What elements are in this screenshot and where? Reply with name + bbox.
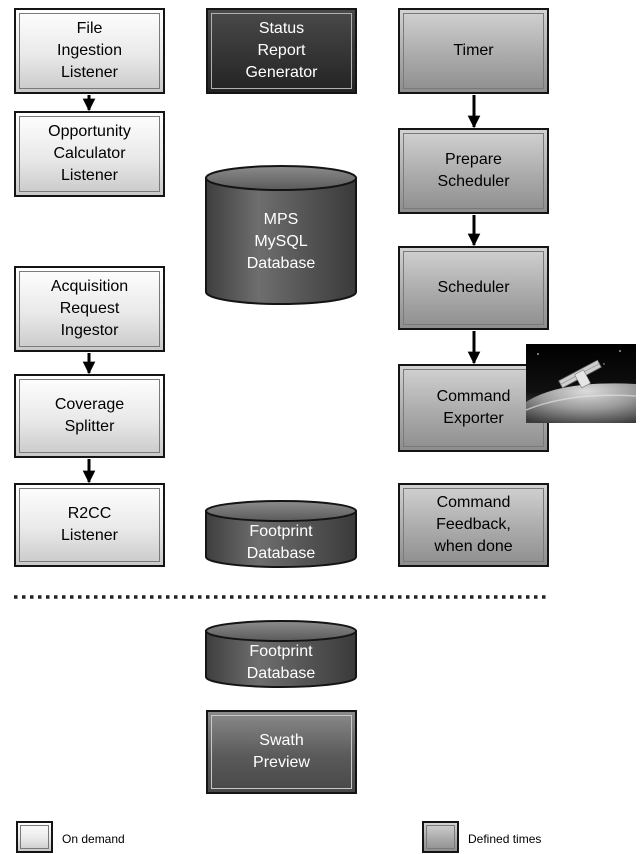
footprint-database-top-label: Footprint Database (246, 523, 316, 562)
footprint-database-bottom-cylinder (205, 620, 357, 688)
command-exporter-box: Command Exporter (398, 364, 549, 452)
file-ingestion-listener-box: File Ingestion Listener (14, 8, 165, 94)
timer-label: Timer (453, 42, 494, 59)
satellite-photo-icon (525, 344, 637, 423)
coverage-splitter-label: Coverage Splitter (54, 396, 125, 435)
footprint-database-top-cylinder (205, 500, 357, 568)
prepare-scheduler-label: Prepare Scheduler (437, 151, 510, 190)
legend-defined-times-label: Defined times (468, 832, 542, 846)
mps-mysql-database-cylinder (205, 165, 357, 305)
swath-preview-box: Swath Preview (206, 710, 357, 794)
command-feedback-label: Command Feedback, when done (434, 494, 513, 555)
prepare-scheduler-box: Prepare Scheduler (398, 128, 549, 214)
command-exporter-label: Command Exporter (436, 388, 511, 427)
coverage-splitter-box: Coverage Splitter (14, 374, 165, 458)
legend-on-demand-label: On demand (62, 832, 125, 846)
command-feedback-box: Command Feedback, when done (398, 483, 549, 567)
acquisition-request-ingestor-box: Acquisition Request Ingestor (14, 266, 165, 352)
legend-defined-times-swatch (422, 821, 459, 853)
r2cc-listener-label: R2CC Listener (61, 505, 118, 544)
scheduler-box: Scheduler (398, 246, 549, 330)
r2cc-listener-box: R2CC Listener (14, 483, 165, 567)
status-report-generator-label: Status Report Generator (245, 20, 318, 81)
mps-mysql-database-label: MPS MySQL Database (246, 211, 316, 272)
swath-preview-label: Swath Preview (253, 732, 310, 771)
legend-on-demand-swatch (16, 821, 53, 853)
status-report-generator-box: Status Report Generator (206, 8, 357, 94)
timer-box: Timer (398, 8, 549, 94)
opportunity-calculator-listener-label: Opportunity Calculator Listener (48, 123, 131, 184)
file-ingestion-listener-label: File Ingestion Listener (57, 20, 122, 81)
acquisition-request-ingestor-label: Acquisition Request Ingestor (50, 278, 129, 339)
scheduler-label: Scheduler (437, 279, 510, 296)
opportunity-calculator-listener-box: Opportunity Calculator Listener (14, 111, 165, 197)
footprint-database-bottom-label: Footprint Database (246, 643, 316, 682)
